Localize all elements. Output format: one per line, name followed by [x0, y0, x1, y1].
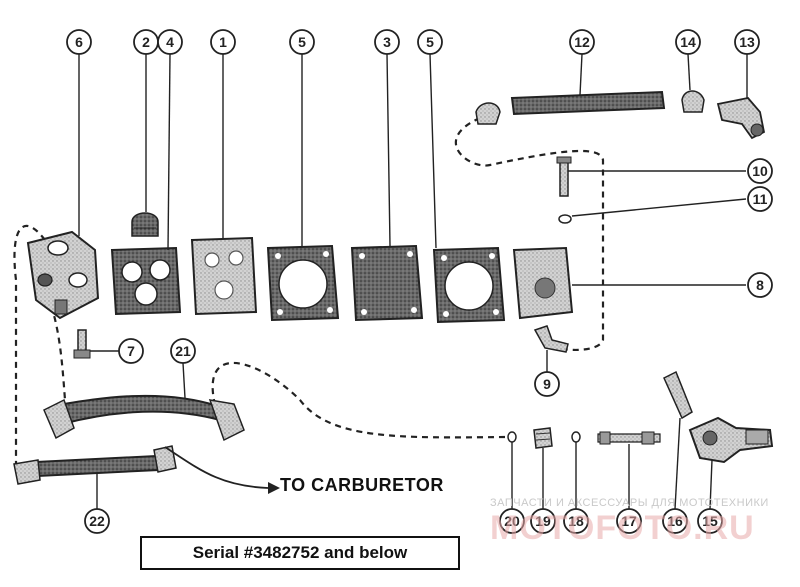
bolt-16 [663, 370, 693, 420]
callout-circle-12 [569, 29, 595, 55]
hose-clamp-14 [681, 90, 705, 113]
callout-circle-9 [534, 371, 560, 397]
gasket-5-right [432, 246, 506, 324]
callout-label-19: 19 [535, 513, 551, 529]
callout-label-1: 1 [219, 34, 227, 50]
callout-circle-11 [747, 186, 773, 212]
callout-circle-5 [289, 29, 315, 55]
callout-label-15: 15 [702, 513, 718, 529]
callout-circle-7 [118, 338, 144, 364]
callout-circle-16 [662, 508, 688, 534]
diaphragm-3 [350, 244, 424, 322]
callout-label-5: 5 [298, 34, 306, 50]
elbow-fitting-9 [533, 325, 569, 353]
callout-circle-19 [530, 508, 556, 534]
washer-11 [558, 214, 572, 224]
bolt-7 [73, 329, 91, 359]
check-valve-cap [131, 212, 159, 237]
callout-label-14: 14 [680, 34, 696, 50]
leader-line-21 [182, 362, 186, 399]
callout-circle-17 [616, 508, 642, 534]
leader-lines [78, 53, 748, 510]
callout-label-6: 6 [75, 34, 83, 50]
callout-circle-22 [84, 508, 110, 534]
fuel-hose-12 [510, 90, 666, 116]
callout-circle-1 [210, 29, 236, 55]
gasket-4 [110, 246, 182, 316]
leader-line-5 [429, 53, 437, 249]
callout-label-20: 20 [504, 513, 520, 529]
elbow-connector-13 [716, 97, 766, 140]
callout-label-13: 13 [739, 34, 755, 50]
callout-label-7: 7 [127, 343, 135, 359]
callout-circle-18 [563, 508, 589, 534]
fuel-hose-22 [13, 445, 177, 485]
callout-label-18: 18 [568, 513, 584, 529]
callout-circle-5 [417, 29, 443, 55]
callout-label-22: 22 [89, 513, 105, 529]
callout-label-8: 8 [756, 277, 764, 293]
callout-circle-3 [374, 29, 400, 55]
o-ring-20 [507, 431, 517, 443]
callout-label-21: 21 [175, 343, 191, 359]
callout-label-10: 10 [752, 163, 768, 179]
callout-label-11: 11 [753, 191, 768, 207]
serial-note: Serial #3482752 and below [140, 536, 460, 570]
callout-circle-14 [675, 29, 701, 55]
leader-line-15 [709, 459, 713, 510]
callout-circle-13 [734, 29, 760, 55]
watermark-brand: MOTOFOTO.RU [490, 509, 755, 547]
leader-line-16 [674, 417, 681, 510]
callout-label-9: 9 [543, 376, 551, 392]
leader-line-14 [687, 53, 691, 91]
callout-circle-20 [499, 508, 525, 534]
callout-circle-4 [157, 29, 183, 55]
leader-line-12 [579, 53, 583, 96]
screw-10 [556, 156, 572, 197]
callout-label-5: 5 [426, 34, 434, 50]
to-carburetor-label: TO CARBURETOR [280, 475, 444, 495]
route-hose21-to-fitting [211, 362, 506, 439]
o-ring-18 [571, 431, 581, 443]
watermark-text: ЗАПЧАСТИ И АКСЕССУАРЫ ДЛЯ МОТОТЕХНИКИ [490, 497, 769, 509]
callout-circle-21 [170, 338, 196, 364]
callout-label-17: 17 [621, 513, 637, 529]
spring-19 [533, 427, 553, 449]
callout-label-3: 3 [383, 34, 391, 50]
route-pump-to-hose22 [13, 225, 46, 470]
callout-circle-15 [697, 508, 723, 534]
callout-circle-8 [747, 272, 773, 298]
route-elbow14-loop [454, 116, 605, 351]
pump-cover-8 [512, 246, 574, 320]
callout-label-2: 2 [142, 34, 150, 50]
callout-label-16: 16 [667, 513, 683, 529]
callout-circle-6 [66, 29, 92, 55]
callout-circle-10 [747, 158, 773, 184]
leader-line-4 [167, 53, 171, 251]
valve-stem-17 [597, 431, 661, 445]
valve-body-15 [688, 416, 774, 464]
callout-label-12: 12 [574, 34, 590, 50]
callout-label-4: 4 [166, 34, 174, 50]
to-carburetor-arrow [164, 446, 280, 494]
leader-line-3 [386, 53, 391, 247]
valve-plate-1 [190, 236, 258, 316]
gasket-5-left [266, 244, 340, 322]
hose-clamp-left [475, 102, 501, 125]
fuel-pump-body [26, 230, 100, 320]
leader-line-11 [571, 198, 747, 217]
fuel-hose-21 [43, 394, 245, 442]
